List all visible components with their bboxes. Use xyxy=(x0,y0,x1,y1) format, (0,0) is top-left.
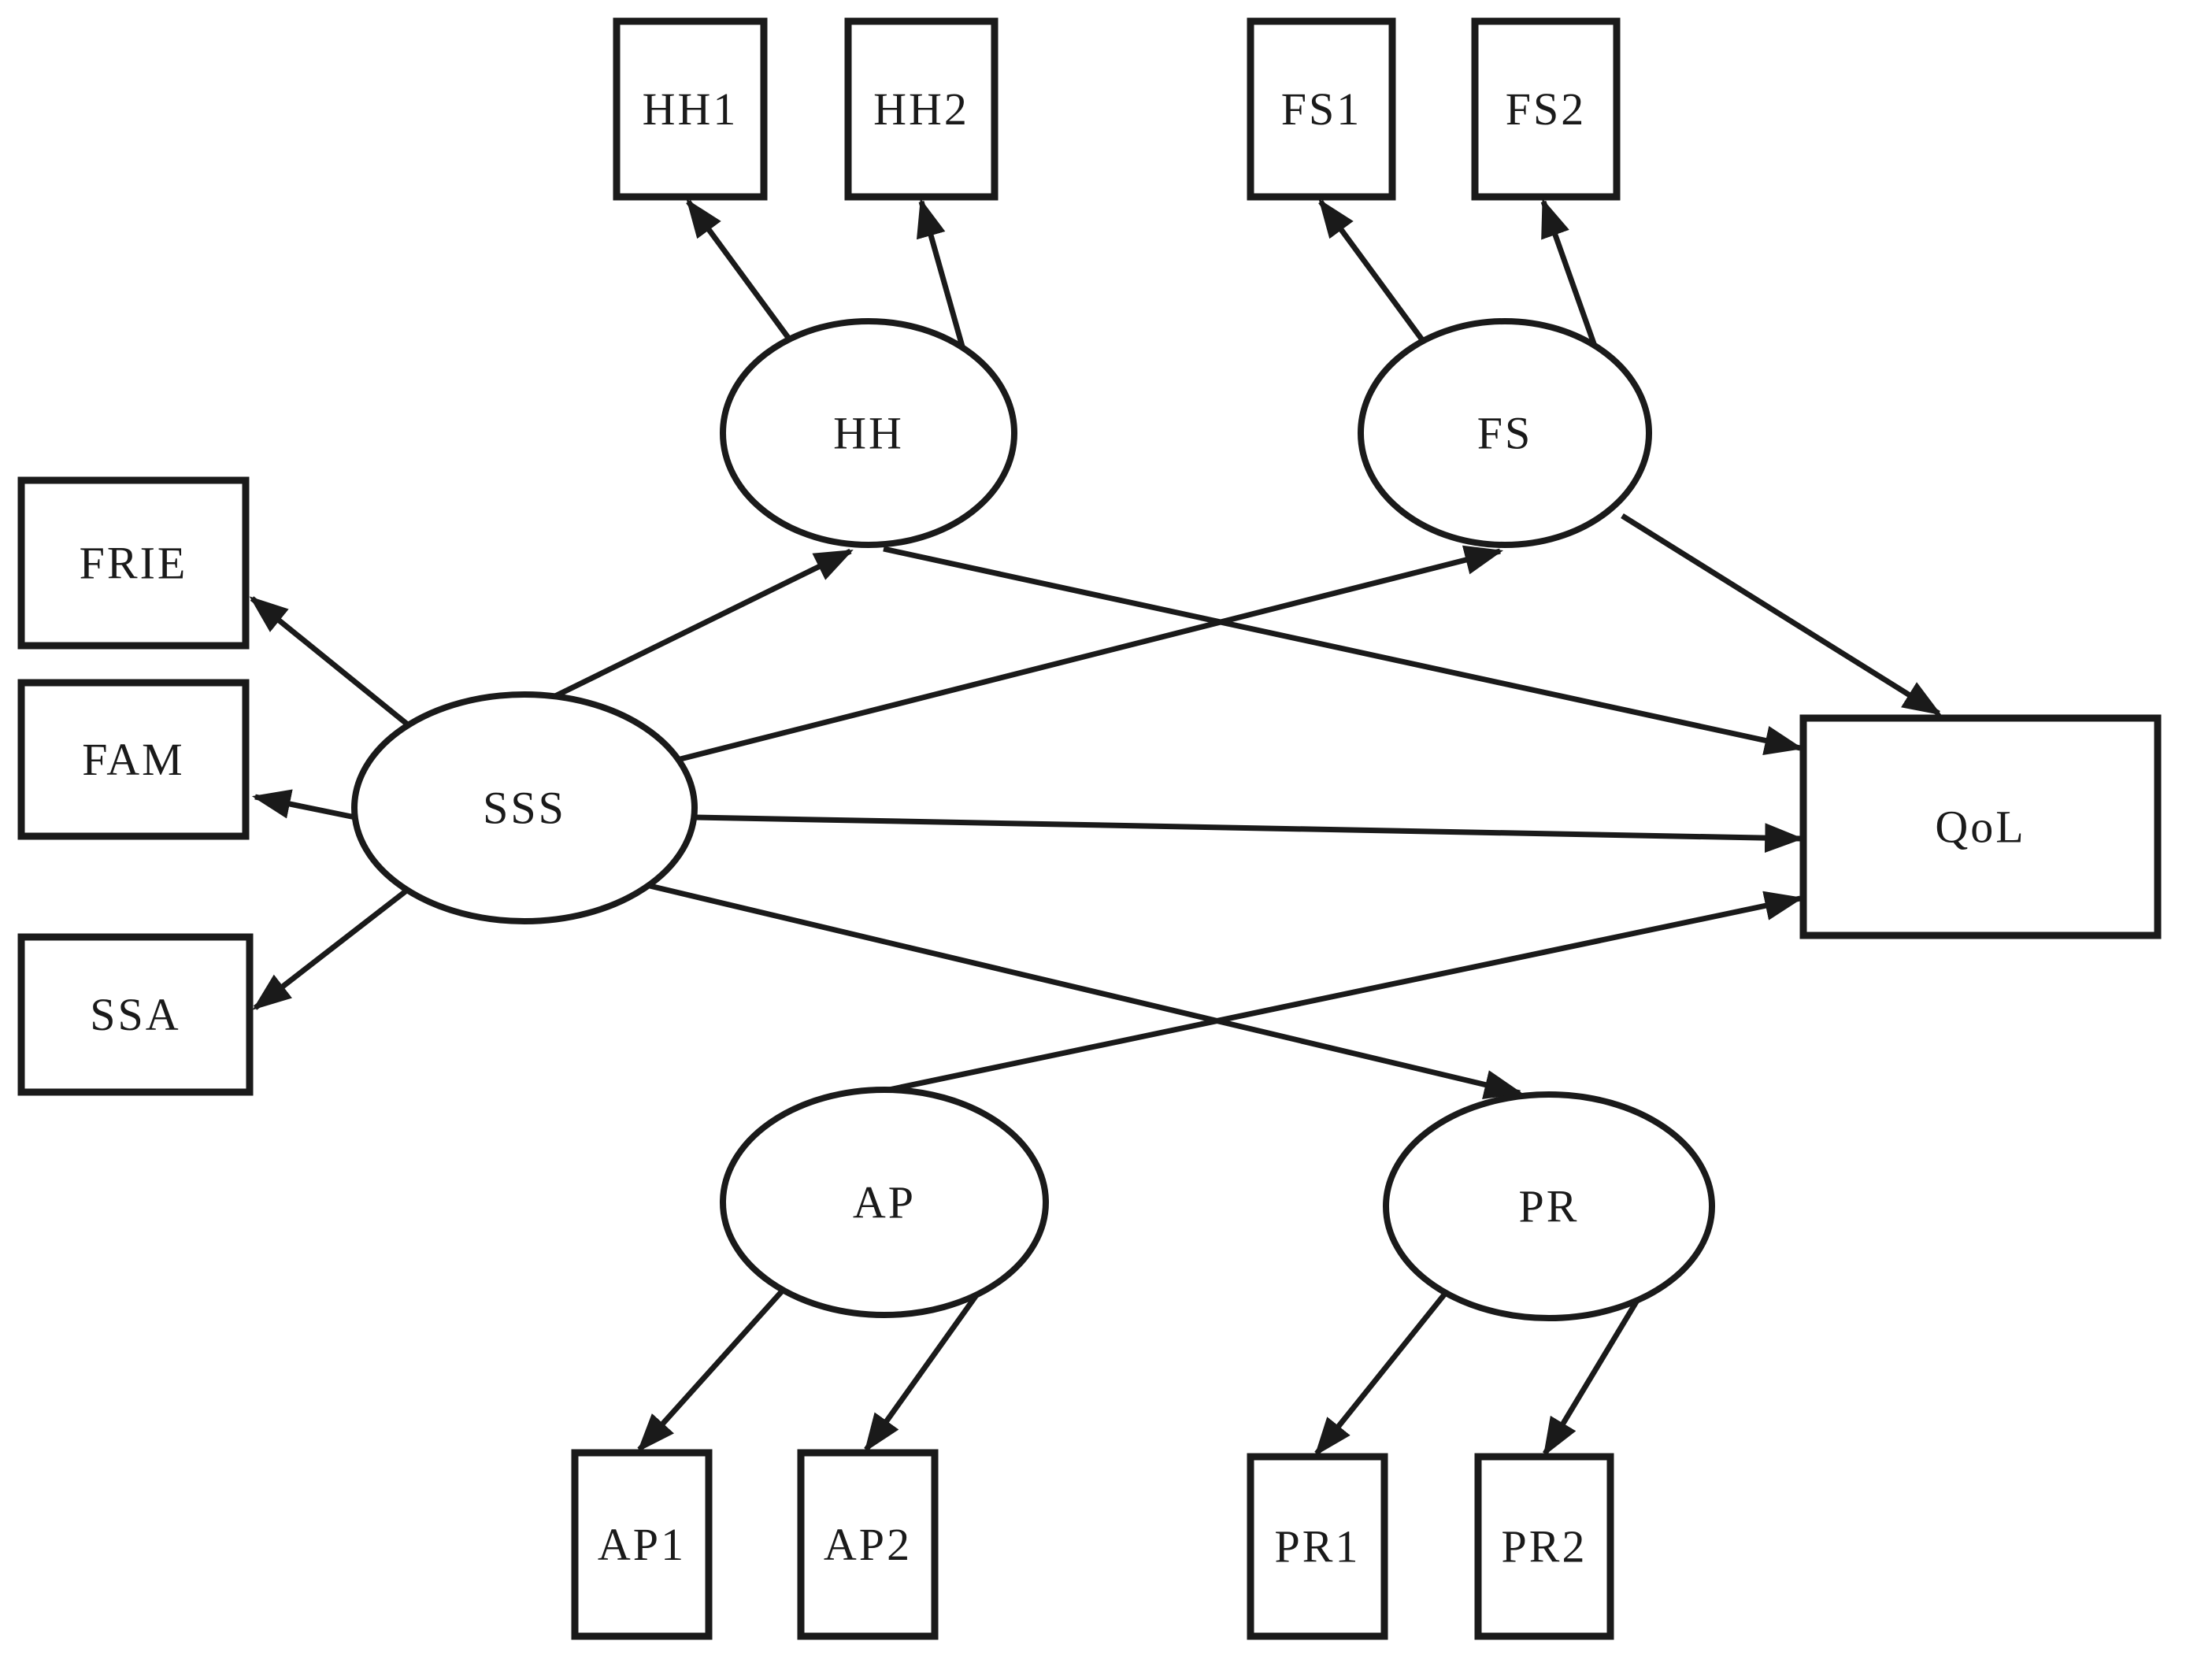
node-ap: AP xyxy=(720,1087,1049,1318)
node-fs2: FS2 xyxy=(1471,17,1621,201)
ap-ellipse xyxy=(720,1087,1049,1318)
pr-ellipse xyxy=(1383,1091,1715,1321)
edge-sss-frie xyxy=(249,596,412,728)
node-hh1: HH1 xyxy=(613,17,768,201)
edge-sss-hh xyxy=(554,548,854,699)
ssa-box xyxy=(17,933,254,1096)
qol-box xyxy=(1799,714,2162,939)
edge-fs-fs2 xyxy=(1540,198,1599,350)
node-hh: HH xyxy=(720,318,1017,548)
fam-box xyxy=(17,679,250,840)
hh-ellipse xyxy=(720,318,1017,548)
edge-hh-hh1 xyxy=(686,198,795,346)
ap2-box xyxy=(797,1449,939,1640)
edge-ap-ap2 xyxy=(864,1280,988,1453)
edge-sss-fs xyxy=(676,545,1504,763)
edge-ap-qol xyxy=(836,891,1804,1104)
sss-ellipse xyxy=(351,691,698,924)
edges-layer xyxy=(249,198,1942,1457)
edge-hh-hh2 xyxy=(916,198,965,347)
fs1-box xyxy=(1247,17,1396,201)
hh1-box xyxy=(613,17,768,201)
ap2-label: AP2 xyxy=(824,1519,912,1570)
pr2-box xyxy=(1474,1453,1614,1640)
node-ap1: AP1 xyxy=(571,1449,713,1640)
node-fs: FS xyxy=(1358,318,1652,548)
node-pr2: PR2 xyxy=(1474,1453,1614,1640)
edge-ap-ap1 xyxy=(637,1283,790,1453)
qol-label: QoL xyxy=(1935,802,2025,853)
edge-sss-ssa xyxy=(252,889,408,1010)
node-fam: FAM xyxy=(17,679,250,840)
ap-label: AP xyxy=(853,1177,916,1228)
edge-fs-qol xyxy=(1621,513,1942,716)
fs-ellipse xyxy=(1358,318,1652,548)
edge-sss-fam xyxy=(251,789,356,820)
edge-fs-fs1 xyxy=(1318,198,1428,346)
sss-label: SSS xyxy=(483,783,566,834)
node-pr: PR xyxy=(1383,1091,1715,1321)
ap1-label: AP1 xyxy=(598,1519,686,1570)
edge-sss-qol xyxy=(693,814,1804,854)
pr1-label: PR1 xyxy=(1275,1521,1361,1572)
pr1-box xyxy=(1247,1453,1388,1640)
fs2-box xyxy=(1471,17,1621,201)
node-qol: QoL xyxy=(1799,714,2162,939)
fs1-label: FS1 xyxy=(1281,83,1362,135)
hh2-box xyxy=(844,17,999,201)
pr-label: PR xyxy=(1519,1181,1580,1232)
node-sss: SSS xyxy=(351,691,698,924)
edge-sss-pr xyxy=(649,883,1524,1100)
hh-label: HH xyxy=(833,408,904,459)
node-frie: FRIE xyxy=(17,476,250,650)
ap1-box xyxy=(571,1449,713,1640)
hh2-label: HH2 xyxy=(873,83,969,135)
frie-label: FRIE xyxy=(80,538,188,589)
edge-pr-pr2 xyxy=(1543,1282,1650,1457)
node-fs1: FS1 xyxy=(1247,17,1396,201)
fs-label: FS xyxy=(1477,408,1533,459)
fam-label: FAM xyxy=(82,734,184,785)
ssa-label: SSA xyxy=(90,989,180,1040)
edge-hh-qol xyxy=(883,546,1804,755)
node-ssa: SSA xyxy=(17,933,254,1096)
node-hh2: HH2 xyxy=(844,17,999,201)
frie-box xyxy=(17,476,250,650)
edge-pr-pr1 xyxy=(1314,1283,1454,1457)
hh1-label: HH1 xyxy=(643,83,739,135)
node-pr1: PR1 xyxy=(1247,1453,1388,1640)
fs2-label: FS2 xyxy=(1506,83,1587,135)
pr2-label: PR2 xyxy=(1502,1521,1588,1572)
node-ap2: AP2 xyxy=(797,1449,939,1640)
